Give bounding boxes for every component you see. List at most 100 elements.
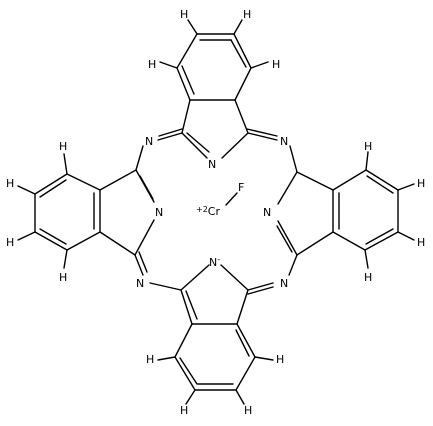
bond [17,185,36,195]
hydrogen-label: H [364,140,372,153]
bond [236,323,256,358]
bond [235,389,245,405]
bond [159,61,178,69]
anion-charge: - [217,255,220,264]
hydrogen-label: H [59,271,67,284]
bond [234,99,249,134]
bond [277,220,298,256]
bond [254,356,274,361]
hydrogen-label: H [417,177,425,190]
bond [365,169,399,191]
bond [332,231,366,251]
hydrogen-label: H [276,353,284,366]
chromium-symbol: Cr [208,205,221,218]
bond [39,228,67,245]
bond [397,231,415,241]
bond-lines [17,19,415,405]
hydrogen-label: H [6,177,14,190]
bond [233,19,243,35]
bond [34,231,68,251]
bond [17,231,36,241]
bond [220,264,249,291]
bond [180,289,193,325]
nitrogen-label: N [136,277,144,290]
bond [176,33,198,69]
bond [181,65,195,95]
bond [176,67,191,101]
bond [365,228,394,245]
bond [365,151,369,171]
hydrogen-label: H [180,8,188,21]
bond [135,145,144,171]
hydrogen-label: H [244,404,252,417]
bond [138,251,148,273]
bond [364,249,369,269]
bond [250,61,269,69]
hydrogen-label: H [272,58,280,71]
bond [247,132,278,141]
bond [99,169,137,191]
bond [157,356,176,361]
nitrogen-label: N [155,206,163,219]
bond [247,282,274,291]
bond [181,99,191,134]
bond [180,264,210,291]
nitrogen-label: N [280,277,288,290]
bond [39,179,67,198]
nitrogen-anion-label: N- [209,255,220,269]
hydrogen-label: H [180,404,188,417]
bond [134,254,144,276]
bond [34,173,68,195]
bond [234,67,252,101]
bond [235,329,250,357]
bond [99,231,136,256]
hydrogen-label: H [148,58,156,71]
hydrogen-label: H [417,236,425,249]
bond [246,128,278,137]
bond [364,231,399,251]
bond [397,183,415,191]
bond [288,254,298,276]
bond [296,231,334,256]
bond [187,19,198,35]
bond [332,169,367,191]
nitrogen-label: N [145,135,153,148]
hydrogen-label: H [6,236,14,249]
bond [289,145,298,173]
atom-labels: H H H H H H H H H H H H H H H H N N N N … [6,8,425,417]
nitrogen-label: N [263,206,271,219]
nitrogen-symbol: N [209,256,217,269]
chromium-charge: +2 [196,205,208,214]
bond [179,357,198,385]
bond [63,153,68,175]
bond [66,231,101,251]
bond [225,192,238,206]
bond [366,175,394,194]
chromium-label: +2Cr [196,205,220,218]
bond [66,173,101,191]
bond [277,171,298,205]
fluorine-label: F [238,181,244,194]
hydrogen-label: H [59,140,67,153]
bond [221,132,249,159]
bond [174,356,196,391]
bond [181,132,208,159]
hydrogen-label: H [243,8,251,21]
bond [174,323,193,358]
bond [139,175,154,200]
bond [236,289,249,325]
bond [230,39,247,68]
nitrogen-label: N [208,158,216,171]
bond [157,132,183,141]
bond [296,171,334,191]
bond [134,219,155,256]
bond [233,33,252,69]
bond [63,249,68,269]
bond [185,389,196,405]
bond [235,356,256,391]
bond [276,225,293,253]
bond [247,286,274,295]
hydrogen-label: H [364,271,372,284]
